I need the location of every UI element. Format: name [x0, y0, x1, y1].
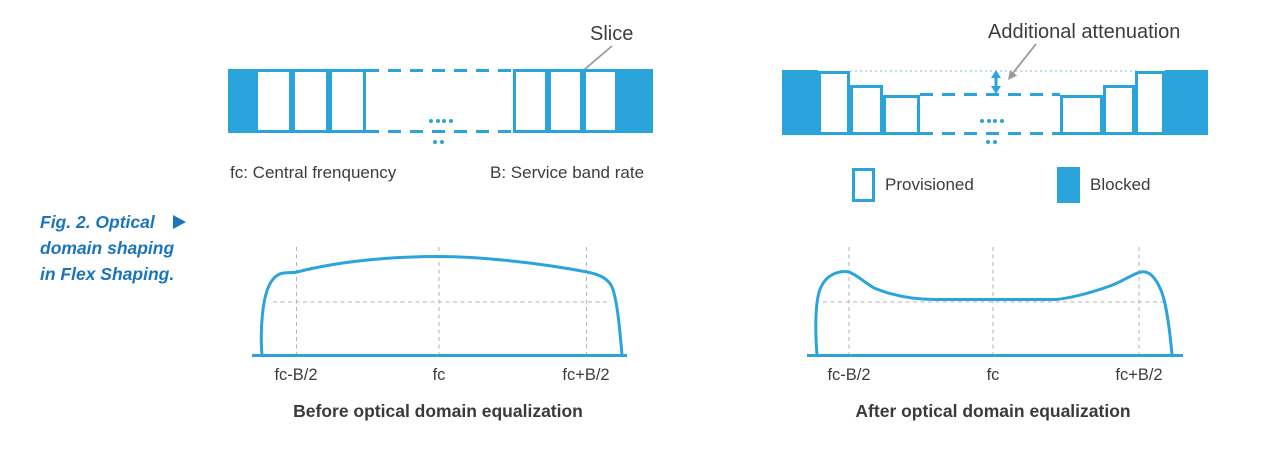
spectrum-band-after: [782, 70, 1208, 135]
figure-caption-line-1: Fig. 2. Optical: [40, 212, 155, 232]
before-tick-fc-plus: fc+B/2: [562, 366, 610, 384]
slice-segment: [850, 85, 883, 135]
before-spectrum-curve: [259, 254, 624, 357]
gap-bottom-dashed-line: [366, 130, 513, 133]
central-frequency-definition: fc: Central frenquency: [230, 163, 397, 182]
legend-swatch-blocked: [1057, 167, 1080, 203]
legend-label-provisioned: Provisioned: [885, 175, 974, 194]
after-chart-caption: After optical domain equalization: [855, 401, 1131, 421]
ellipsis-dots: [433, 140, 444, 144]
after-tick-fc: fc: [986, 366, 1000, 384]
after-tick-fc-minus: fc-B/2: [827, 366, 871, 384]
after-chart-gridlines: [823, 247, 1163, 355]
slice-segment: [818, 71, 850, 135]
blocked-segment: [228, 69, 255, 133]
slice-segment: [329, 69, 366, 133]
figure-pointer-triangle-icon: [173, 215, 186, 229]
blocked-segment: [782, 70, 818, 135]
slice-label: Slice: [590, 23, 634, 45]
before-chart-caption: Before optical domain equalization: [293, 401, 583, 421]
figure-caption-line-2: domain shaping: [40, 238, 175, 258]
gap-segment: [920, 70, 1060, 135]
additional-attenuation-label: Additional attenuation: [988, 21, 1181, 43]
gap-top-dashed-line: [366, 69, 513, 72]
gap-top-dashed-line: [920, 93, 1060, 96]
after-spectrum-curve: [814, 269, 1174, 357]
before-tick-fc-minus: fc-B/2: [274, 366, 318, 384]
slice-segment: [583, 69, 618, 133]
ellipsis-dots: [429, 119, 453, 123]
slice-segment: [292, 69, 329, 133]
service-band-rate-definition: B: Service band rate: [490, 163, 645, 182]
before-chart-gridlines: [273, 247, 607, 355]
legend-swatch-provisioned: [852, 168, 875, 202]
slice-segment: [1135, 71, 1165, 135]
blocked-segment: [1165, 70, 1208, 135]
ellipsis-dots: [986, 140, 997, 144]
spectrum-band-before: [228, 69, 653, 133]
figure-caption-line-3: in Flex Shaping.: [40, 264, 175, 284]
slice-segment: [513, 69, 548, 133]
slice-segment: [255, 69, 292, 133]
slice-segment: [548, 69, 583, 133]
gap-segment: [366, 69, 513, 133]
slice-segment: [1060, 95, 1103, 135]
before-tick-fc: fc: [432, 366, 446, 384]
after-tick-fc-plus: fc+B/2: [1115, 366, 1163, 384]
slice-segment: [1103, 85, 1135, 135]
ellipsis-dots: [980, 119, 1004, 123]
legend-label-blocked: Blocked: [1090, 175, 1151, 194]
gap-bottom-dashed-line: [920, 132, 1060, 135]
blocked-segment: [618, 69, 653, 133]
slice-segment: [883, 95, 920, 135]
